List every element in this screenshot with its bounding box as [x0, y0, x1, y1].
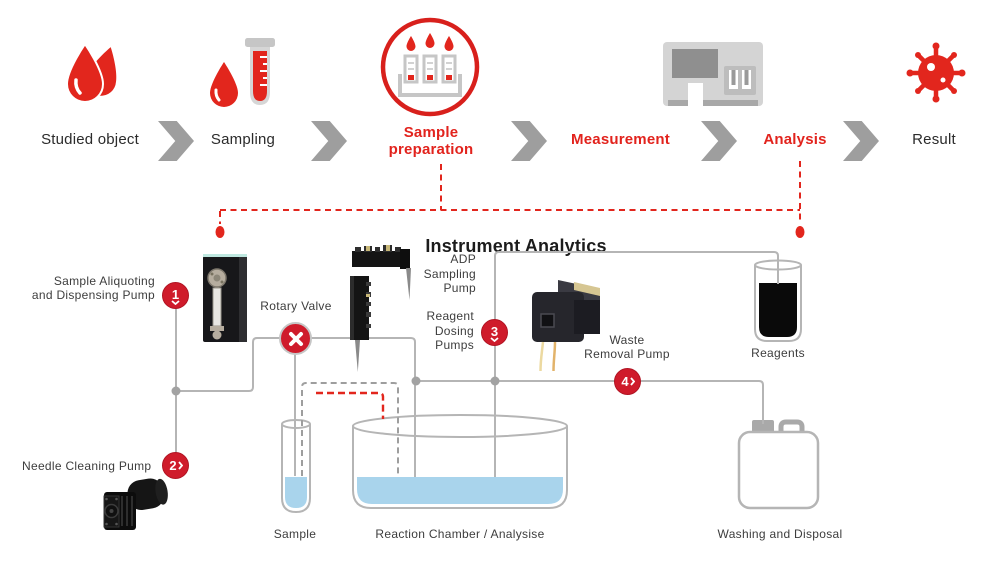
waste-removal-pump-label: Waste Removal Pump [584, 333, 670, 361]
flow-to-section-dashed-lines [219, 161, 801, 224]
step-badge-3: 3 [481, 319, 508, 346]
reaction-chamber-image [352, 414, 568, 509]
flow-step-sample-preparation: Sample preparation [375, 124, 487, 158]
sample-tube-image [281, 419, 311, 514]
flow-step-sampling: Sampling [173, 131, 313, 148]
reagent-dosing-pump-image [350, 276, 371, 372]
flow-step-studied-object: Studied object [20, 131, 160, 148]
step-badge-2: 2 [162, 452, 189, 479]
flow-step-label: Result [912, 131, 956, 148]
flow-step-result: Result [884, 131, 984, 148]
sample-preparation-icon [380, 17, 480, 117]
flow-step-label: Sampling [210, 131, 276, 148]
syringe-pump-image [203, 254, 247, 342]
rotary-valve-icon [279, 322, 312, 355]
analyzer-instrument-icon [663, 42, 763, 110]
sample-aliquoting-pump-label: Sample Aliquoting and Dispensing Pump [31, 274, 155, 302]
virus-result-icon [906, 42, 966, 103]
flow-step-analysis: Analysis [735, 131, 855, 148]
needle-cleaning-pump-image [103, 478, 168, 530]
flow-arrow-icon [511, 121, 547, 161]
dashed-line-endpoint-dot [215, 226, 225, 238]
needle-cleaning-pump-label: Needle Cleaning Pump [22, 459, 152, 473]
reagents-beaker-image [754, 259, 802, 342]
badge-number: 3 [490, 324, 499, 339]
badge-number: 1 [171, 287, 180, 302]
washing-disposal-label: Washing and Disposal [717, 527, 843, 541]
sampling-drop-tube-icon [210, 38, 275, 107]
flow-arrow-icon [311, 121, 347, 161]
valve-x-icon [288, 331, 303, 346]
adp-sampling-pump-image [352, 245, 411, 300]
reagent-dosing-pumps-label: Reagent Dosing Pumps [426, 309, 474, 352]
sample-label: Sample [273, 527, 317, 541]
step-badge-4: 4 [614, 368, 641, 395]
chevron-right-icon [629, 377, 635, 386]
flow-step-label: Analysis [763, 131, 827, 148]
flow-step-label: Sample preparation [388, 124, 474, 158]
adp-sampling-pump-label: ADP Sampling Pump [423, 252, 476, 295]
reaction-chamber-label: Reaction Chamber / Analysise [375, 527, 545, 541]
reagents-label: Reagents [751, 346, 805, 360]
chevron-right-icon [177, 461, 183, 470]
blood-drops-icon [65, 42, 117, 103]
rotary-valve-label: Rotary Valve [260, 299, 332, 313]
flow-step-label: Studied object [41, 131, 139, 148]
step-badge-1: 1 [162, 282, 189, 309]
dashed-line-endpoint-dot [795, 226, 805, 238]
flow-step-label: Measurement [571, 131, 670, 148]
flow-arrow-icon [701, 121, 737, 161]
chevron-down-icon [490, 337, 499, 342]
flow-step-measurement: Measurement [558, 131, 683, 148]
junction-dots [171, 376, 500, 396]
badge-number: 2 [169, 458, 177, 473]
badge-number: 4 [621, 374, 629, 389]
chevron-down-icon [171, 300, 180, 305]
washing-canister-image [737, 419, 820, 510]
